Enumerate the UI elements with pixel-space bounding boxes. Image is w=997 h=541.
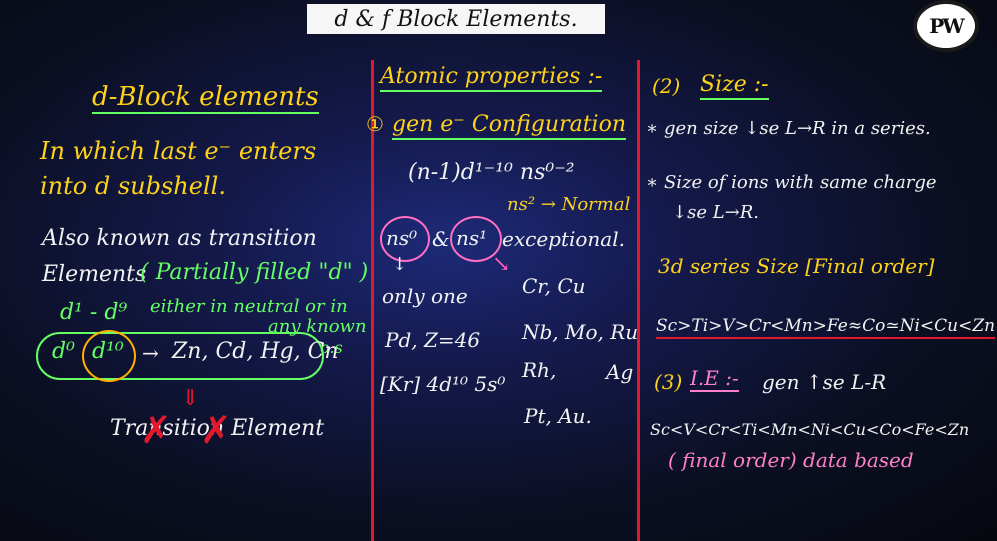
d0-d10-bracket [36,332,324,380]
atomic-properties-heading: Atomic properties :- [380,66,603,92]
ie-heading: I.E :- [690,366,739,392]
definition-line-2: into d subshell. [40,172,226,200]
column-divider-right [637,60,640,541]
also-known-line-2: Elements [42,262,147,287]
either-neutral-note: either in neutral or in [150,296,348,317]
size-line-3: ↓se L→R. [672,202,760,223]
ampersand: & [432,227,450,251]
arrow-to-zn: → [142,341,159,365]
also-known-line-1: Also known as transition [42,226,317,251]
os-note: o.s [320,338,343,357]
down-arrow-mark: ⇓ [181,386,200,411]
ie-order: Sc<V<Cr<Ti<Mn<Ni<Cu<Co<Fe<Zn [650,420,970,439]
cross-mark-1: ✗ [140,408,172,452]
ns1-config: ns¹ [456,226,488,250]
any-known-note: any known [268,316,367,337]
pw-logo: PW [913,0,979,52]
ns1-circle [450,216,502,262]
ns0-config: ns⁰ [386,226,418,250]
ie-section-number: (3) [654,370,683,394]
item-1-marker: ① [366,112,384,136]
size-line-2: ∗ Size of ions with same charge [646,172,937,193]
exception-row-2: Nb, Mo, Ru [522,320,639,344]
zn-cd-hg-cn-list: Zn, Cd, Hg, Cn [172,339,339,364]
exception-row-3a: Rh, [522,358,557,382]
size-final-order: Sc>Ti>V>Cr<Mn>Fe≈Co≃Ni<Cu<Zn [656,318,996,339]
column-divider-left [371,60,374,541]
ns2-normal-note: ns² → Normal [507,194,631,215]
size-heading: Size :- [700,74,769,100]
exception-row-3b: Ag [606,360,634,384]
pd-atomic-number: Pd, Z=46 [385,328,481,352]
cross-mark-2: ✗ [200,408,232,452]
d10-highlight-circle [82,330,136,382]
size-section-number: (2) [652,74,681,98]
ie-general-trend: gen ↑se L-R [762,370,887,394]
only-one-label: only one [382,284,468,308]
ns0-circle [380,216,430,262]
3d-series-size-heading: 3d series Size [Final order] [658,254,935,278]
page-title: d & f Block Elements. [307,4,605,34]
d10-config: d¹⁰ [92,339,124,364]
partially-filled-note: ( Partially filled "d" ) [140,260,369,285]
definition-line-1: In which last e⁻ enters [40,137,317,165]
transition-element-label: Transition Element [110,416,325,441]
exception-row-4: Pt, Au. [524,404,592,428]
size-line-1: ∗ gen size ↓se L→R in a series. [646,118,931,139]
arrow-down-right: ↘ [492,252,511,277]
d0-config: d⁰ [52,339,75,364]
d1-d9-range: d¹ - d⁹ [60,300,128,325]
exceptional-label: exceptional. [502,227,625,251]
kr-configuration: [Kr] 4d¹⁰ 5s⁰ [380,372,506,396]
arrow-down-left: ↓ [392,254,408,275]
gen-configuration-heading: gen e⁻ Configuration [392,114,626,140]
ie-final-order-note: ( final order) data based [668,448,914,472]
exception-row-1: Cr, Cu [522,274,586,298]
d-block-heading: d-Block elements [92,82,319,114]
general-configuration-formula: (n-1)d¹⁻¹⁰ ns⁰⁻² [408,160,575,185]
